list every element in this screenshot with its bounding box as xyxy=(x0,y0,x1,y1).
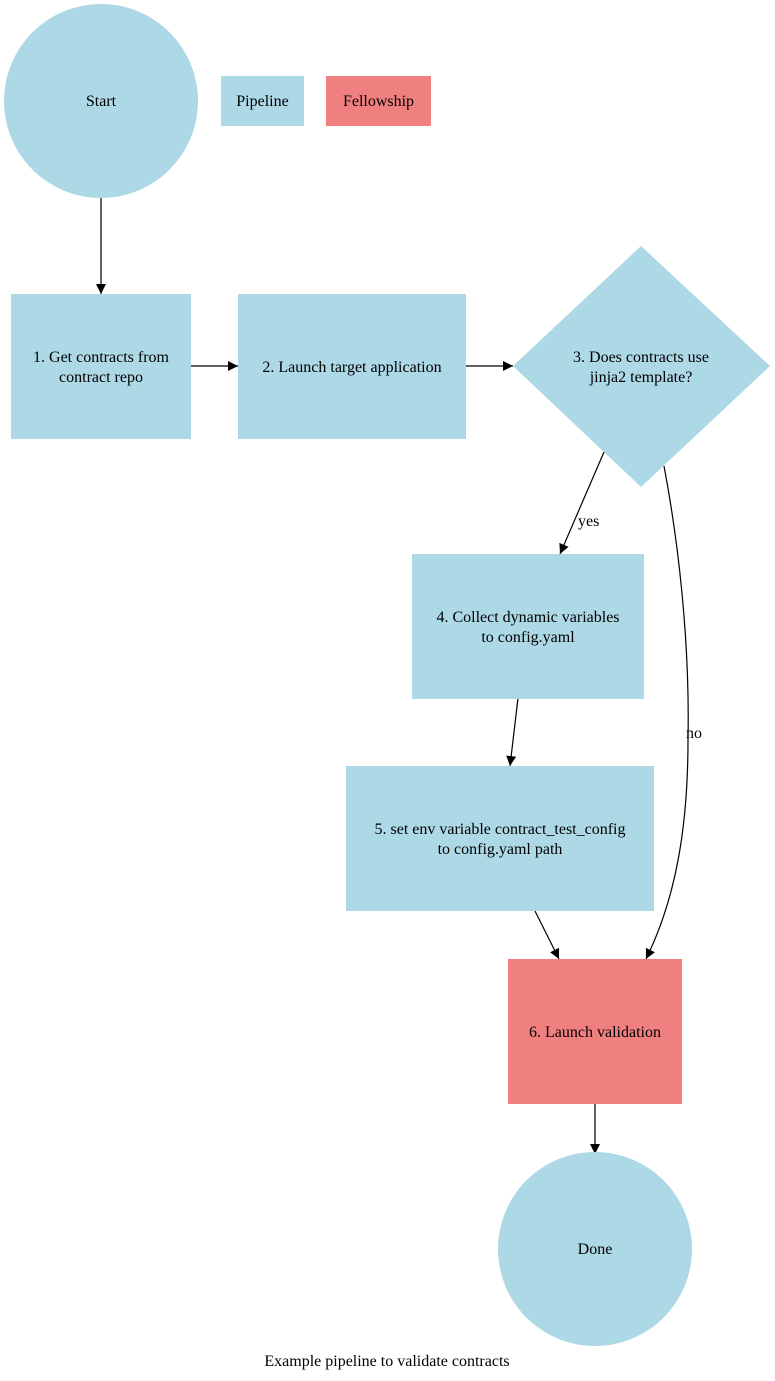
edge-step3-to-step6-no xyxy=(645,465,689,960)
node-step2: 2. Launch target application xyxy=(238,294,466,439)
node-step1-line1: 1. Get contracts from xyxy=(33,349,170,366)
edges xyxy=(96,198,689,1154)
legend-pipeline-label: Pipeline xyxy=(236,93,288,110)
node-step1-line2: contract repo xyxy=(59,369,143,386)
edge-label-no: no xyxy=(686,725,702,742)
node-step3-line2: jinja2 template? xyxy=(589,369,693,386)
node-step2-label: 2. Launch target application xyxy=(262,359,441,376)
legend-fellowship: Fellowship xyxy=(326,76,431,126)
node-step6-label: 6. Launch validation xyxy=(529,1024,661,1041)
node-step3-line1: 3. Does contracts use xyxy=(573,349,709,366)
node-start: Start xyxy=(4,4,198,198)
node-start-label: Start xyxy=(86,93,117,110)
node-step5: 5. set env variable contract_test_config… xyxy=(346,766,654,911)
node-step5-line1: 5. set env variable contract_test_config xyxy=(374,821,625,838)
node-done: Done xyxy=(498,1152,692,1346)
node-step3-decision: 3. Does contracts use jinja2 template? xyxy=(513,246,770,487)
node-step6: 6. Launch validation xyxy=(508,959,682,1104)
node-step5-line2: to config.yaml path xyxy=(438,841,563,858)
legend-fellowship-label: Fellowship xyxy=(343,93,414,110)
node-step4-line1: 4. Collect dynamic variables xyxy=(436,609,619,626)
node-step1: 1. Get contracts from contract repo xyxy=(11,294,191,439)
edge-label-yes: yes xyxy=(578,513,599,530)
edge-step4-to-step5 xyxy=(506,697,519,767)
edge-step3-to-step4-yes xyxy=(559,451,605,555)
node-step4: 4. Collect dynamic variables to config.y… xyxy=(412,554,644,699)
diagram-caption: Example pipeline to validate contracts xyxy=(264,1353,509,1370)
node-step4-line2: to config.yaml xyxy=(481,629,575,646)
edge-step5-to-step6 xyxy=(534,910,560,960)
node-done-label: Done xyxy=(578,1241,613,1258)
legend-pipeline: Pipeline xyxy=(221,76,304,126)
